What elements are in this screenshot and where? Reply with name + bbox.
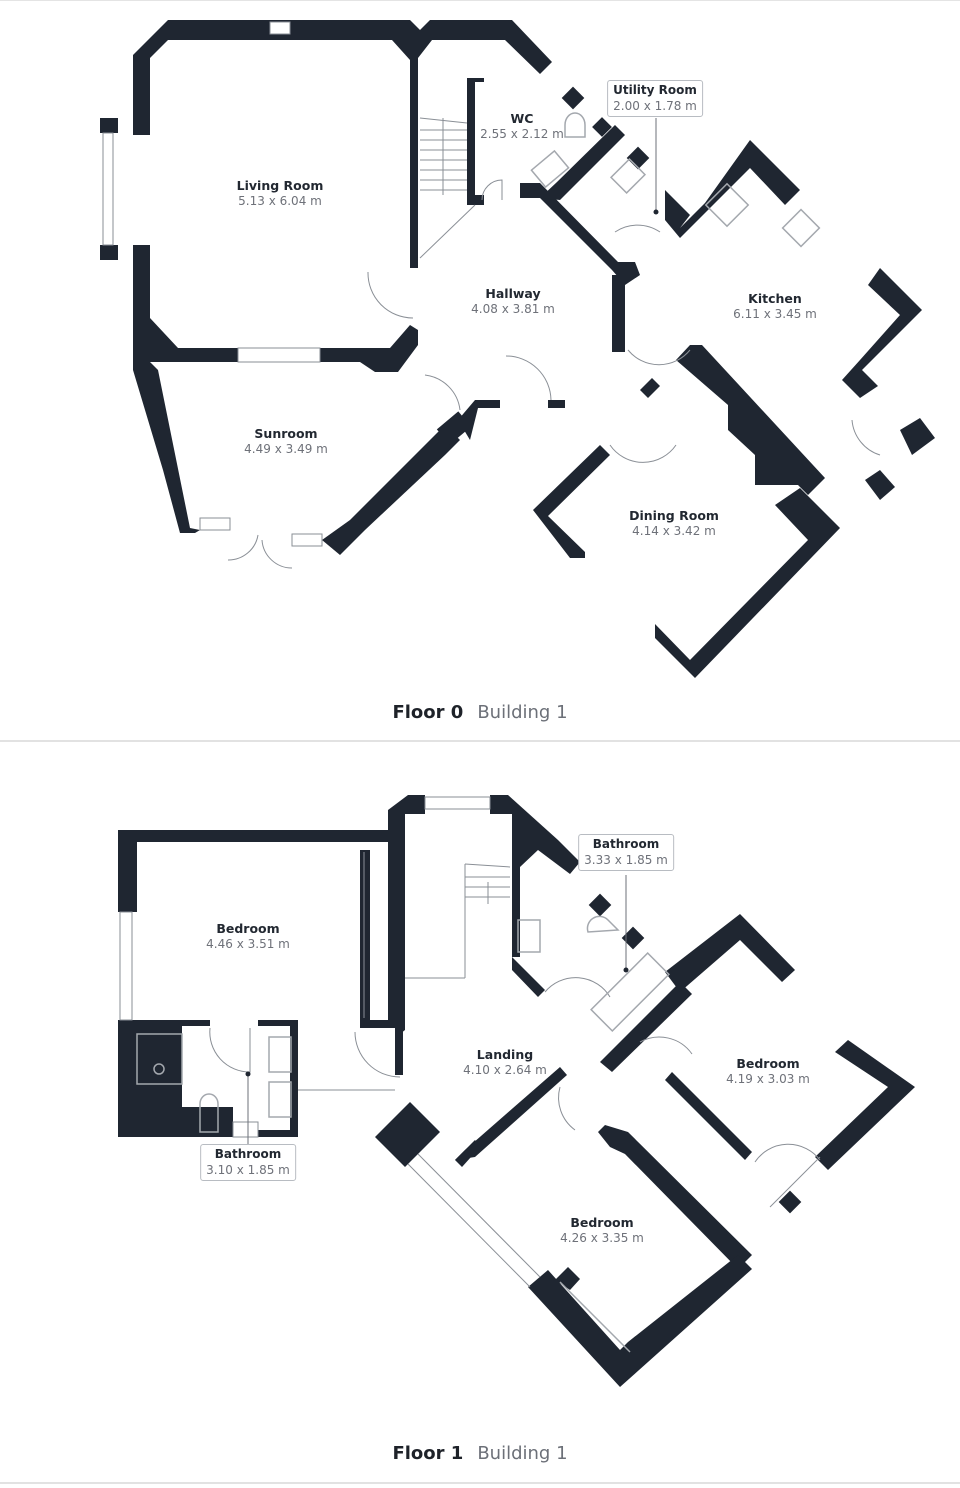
room-dimensions: 3.33 x 1.85 m — [584, 852, 668, 867]
floor-plan-floor-0: Living Room 5.13 x 6.04 m WC 2.55 x 2.12… — [0, 0, 960, 740]
room-hallway: Hallway 4.08 x 3.81 m — [471, 286, 555, 317]
room-dimensions: 4.10 x 2.64 m — [463, 1062, 547, 1077]
room-dining-room: Dining Room 4.14 x 3.42 m — [629, 508, 719, 539]
building-name: Building 1 — [477, 1443, 568, 1464]
room-name: Dining Room — [629, 508, 719, 523]
room-name: Bedroom — [570, 1215, 634, 1230]
room-dimensions: 5.13 x 6.04 m — [238, 193, 322, 208]
top-rule — [0, 0, 960, 1]
room-dimensions: 4.26 x 3.35 m — [560, 1230, 644, 1245]
room-name: Bathroom — [214, 1147, 282, 1161]
room-utility-room-callout: Utility Room 2.00 x 1.78 m — [607, 80, 703, 118]
room-dimensions: 4.49 x 3.49 m — [244, 441, 328, 456]
floor-name: Floor 0 — [392, 702, 464, 723]
building-name: Building 1 — [477, 702, 568, 723]
room-dimensions: 4.14 x 3.42 m — [632, 523, 716, 538]
room-dimensions: 4.46 x 3.51 m — [206, 936, 290, 951]
room-dimensions: 6.11 x 3.45 m — [733, 306, 817, 321]
room-name: Living Room — [236, 178, 324, 193]
room-dimensions: 3.10 x 1.85 m — [206, 1162, 290, 1177]
room-living-room: Living Room 5.13 x 6.04 m — [237, 178, 324, 209]
room-dimensions: 2.00 x 1.78 m — [613, 98, 697, 113]
floor-divider — [0, 1482, 960, 1484]
room-name: Utility Room — [613, 83, 697, 97]
room-bedroom-1: Bedroom 4.46 x 3.51 m — [206, 921, 290, 952]
room-name: Bedroom — [216, 921, 280, 936]
room-dimensions: 4.08 x 3.81 m — [471, 301, 555, 316]
room-bedroom-2: Bedroom 4.19 x 3.03 m — [726, 1056, 810, 1087]
room-name: Hallway — [485, 286, 541, 301]
floor-name: Floor 1 — [392, 1443, 464, 1464]
floor-divider — [0, 740, 960, 742]
room-kitchen: Kitchen 6.11 x 3.45 m — [733, 291, 817, 322]
room-bathroom-callout-lower: Bathroom 3.10 x 1.85 m — [200, 1144, 296, 1182]
room-name: Kitchen — [748, 291, 802, 306]
room-bathroom-callout-upper: Bathroom 3.33 x 1.85 m — [578, 834, 674, 872]
floor-0-walls — [100, 20, 935, 678]
room-name: WC — [510, 111, 534, 126]
room-name: Sunroom — [254, 426, 318, 441]
room-sunroom: Sunroom 4.49 x 3.49 m — [244, 426, 328, 457]
room-name: Bedroom — [736, 1056, 800, 1071]
room-name: Landing — [476, 1047, 534, 1062]
room-dimensions: 4.19 x 3.03 m — [726, 1071, 810, 1086]
room-name: Bathroom — [592, 837, 660, 851]
floor-1-walls — [118, 795, 915, 1387]
room-landing: Landing 4.10 x 2.64 m — [463, 1047, 547, 1078]
floor-0-caption: Floor 0 Building 1 — [0, 702, 960, 723]
room-dimensions: 2.55 x 2.12 m — [480, 126, 564, 141]
room-wc: WC 2.55 x 2.12 m — [480, 111, 564, 142]
floor-plan-floor-1: Bedroom 4.46 x 3.51 m Bathroom 3.33 x 1.… — [0, 742, 960, 1482]
room-bedroom-3: Bedroom 4.26 x 3.35 m — [560, 1215, 644, 1246]
floor-1-caption: Floor 1 Building 1 — [0, 1443, 960, 1464]
